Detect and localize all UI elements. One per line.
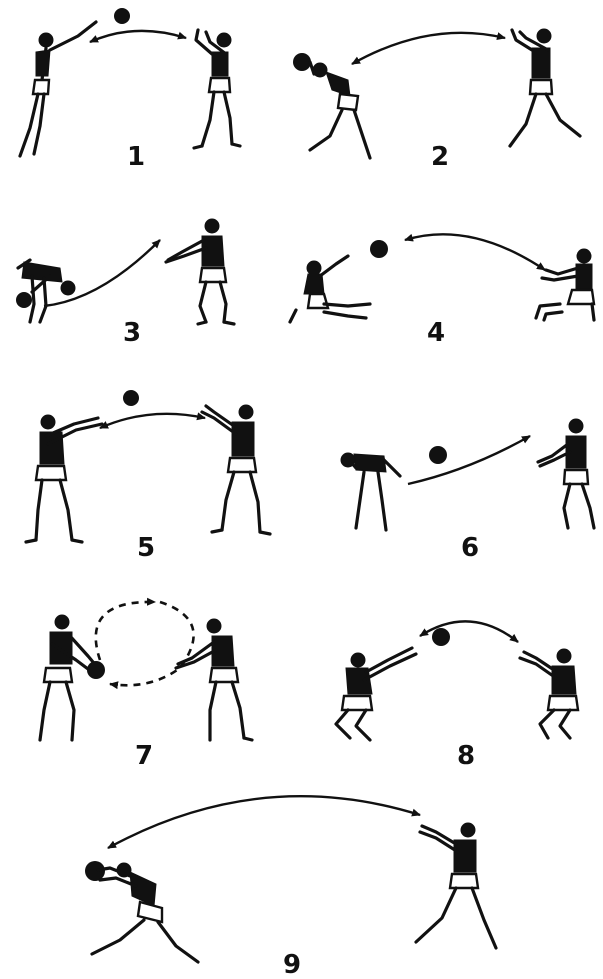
trajectory-arrow — [108, 796, 420, 848]
player-figure — [520, 649, 578, 738]
player-figure — [416, 823, 496, 948]
player-figure — [341, 453, 400, 530]
exercise-number-8: 8 — [446, 741, 486, 771]
player-figure — [166, 219, 234, 324]
exercise-number-2: 2 — [420, 142, 460, 172]
player-figure — [510, 29, 580, 146]
exercise-number-9: 9 — [272, 950, 312, 979]
trajectory-arrow — [96, 602, 155, 660]
exercise-8-drawing — [336, 621, 578, 740]
player-figure — [538, 419, 594, 528]
trajectory-arrow — [405, 234, 545, 270]
player-figure — [20, 22, 96, 156]
exercise-7-drawing — [40, 602, 252, 740]
ball — [432, 628, 450, 646]
ball — [114, 8, 130, 24]
ball — [16, 292, 32, 308]
player-figure — [18, 260, 75, 322]
exercise-number-3: 3 — [112, 318, 152, 348]
ball — [370, 240, 388, 258]
player-figure — [336, 648, 416, 740]
exercise-2-drawing — [293, 29, 580, 158]
ball — [293, 53, 311, 71]
exercise-9-drawing — [85, 796, 496, 962]
trajectory-arrow — [100, 414, 205, 428]
exercise-number-1: 1 — [116, 142, 156, 172]
exercise-4-drawing — [290, 234, 594, 322]
exercise-1-drawing — [20, 8, 240, 156]
player-figure — [290, 256, 370, 322]
player-figure — [202, 405, 270, 534]
player-figure — [26, 415, 102, 542]
trajectory-arrow — [90, 31, 186, 42]
ball — [85, 861, 105, 881]
player-figure — [194, 30, 240, 148]
player-figure — [536, 249, 594, 320]
ball — [87, 661, 105, 679]
trajectory-arrow — [408, 436, 530, 484]
player-figure — [92, 863, 198, 962]
ball — [123, 390, 139, 406]
exercise-3-drawing — [16, 219, 234, 324]
trajectory-arrow — [352, 33, 505, 64]
exercise-number-5: 5 — [126, 533, 166, 563]
player-figure — [40, 615, 98, 740]
exercise-number-7: 7 — [124, 741, 164, 771]
exercise-number-6: 6 — [450, 533, 490, 563]
player-figure — [310, 62, 370, 158]
trajectory-arrow — [110, 602, 194, 685]
exercise-number-4: 4 — [416, 318, 456, 348]
ball — [429, 446, 447, 464]
exercise-6-drawing — [341, 419, 594, 530]
player-figure — [176, 619, 252, 740]
exercise-5-drawing — [26, 390, 270, 542]
trajectory-arrow — [44, 240, 160, 306]
